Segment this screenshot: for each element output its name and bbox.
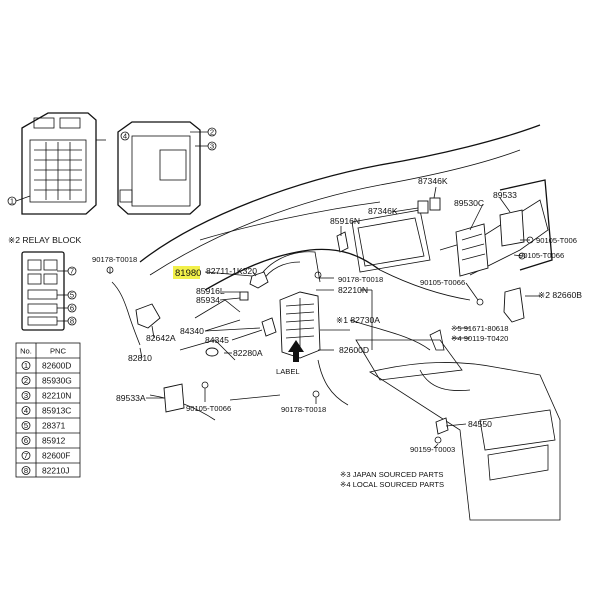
table-row-no: 3 <box>24 391 28 400</box>
callout-87346K[interactable]: 87346K <box>418 176 448 186</box>
callout-82711[interactable]: 82711-1K320 <box>206 266 257 276</box>
fuse-marker-1: 1 <box>10 197 14 206</box>
relay-89533A <box>163 383 185 413</box>
table-header-pnc: PNC <box>50 347 67 356</box>
callout-90119[interactable]: ※4 90119-T0420 <box>451 334 508 343</box>
callout-82280A[interactable]: 82280A <box>233 348 263 358</box>
table-row-pnc: 82210J <box>42 466 69 476</box>
table-header-no: No. <box>20 347 32 356</box>
table-row-no: 2 <box>24 376 28 385</box>
callout-84345[interactable]: 84345 <box>205 335 229 345</box>
callout-82642A[interactable]: 82642A <box>146 333 176 343</box>
table-row-pnc: 85913C <box>42 406 71 416</box>
relay-89533 <box>499 209 525 247</box>
callout-85916L[interactable]: 85916L <box>196 286 225 296</box>
callout-90105-t0066[interactable]: 90105-T0066 <box>519 251 564 260</box>
callout-89533A[interactable]: 89533A <box>116 393 146 403</box>
table-row-no: 1 <box>24 361 28 370</box>
note-japan-sourced: ※3 JAPAN SOURCED PARTS <box>340 470 443 479</box>
part-81980 <box>239 271 269 301</box>
bracket-82660B <box>503 287 525 323</box>
callout-label[interactable]: LABEL <box>276 367 300 376</box>
relay-block-title: ※2 RELAY BLOCK <box>8 235 82 245</box>
pnc-table <box>15 342 81 478</box>
label-arrow <box>288 340 304 362</box>
fuse-marker-2: 2 <box>210 128 214 137</box>
callout-84340[interactable]: 84340 <box>180 326 204 336</box>
table-row-no: 8 <box>24 466 28 475</box>
highlight-81980 <box>173 266 200 279</box>
callout-90105-t0066[interactable]: 90105-T0066 <box>186 404 231 413</box>
callout-85916N[interactable]: 85916N <box>330 216 360 226</box>
callout-82730A[interactable]: ※1 82730A <box>336 315 380 325</box>
relay-marker-6: 6 <box>70 304 74 313</box>
callout-90105-t006[interactable]: 90105-T006 <box>536 236 577 245</box>
callout-85934[interactable]: 85934 <box>196 295 220 305</box>
callout-90178-t0018[interactable]: 90178-T0018 <box>92 255 137 264</box>
callout-82600D[interactable]: 82600D <box>339 345 369 355</box>
pnc-table-rows: 1 82600D 2 85930G 3 82210N 4 85913C 5 28… <box>24 361 72 476</box>
callout-91671[interactable]: ※5 91671-80618 <box>451 324 508 333</box>
callout-82660B[interactable]: ※2 82660B <box>538 290 582 300</box>
leader-lines <box>109 186 540 449</box>
table-row-no: 6 <box>24 436 28 445</box>
table-row-pnc: 82210N <box>42 391 71 401</box>
note-local-sourced: ※4 LOCAL SOURCED PARTS <box>340 480 444 489</box>
fuse-marker-3: 3 <box>210 142 214 151</box>
callout-82210N[interactable]: 82210N <box>338 285 368 295</box>
callout-labels: 81980 82711-1K320 85916L 85934 84340 843… <box>92 176 582 454</box>
connector-82642A <box>135 303 161 329</box>
callout-82810[interactable]: 82810 <box>128 353 152 363</box>
callout-90178-t0018[interactable]: 90178-T0018 <box>338 275 383 284</box>
callout-89533[interactable]: 89533 <box>493 190 517 200</box>
callout-84550[interactable]: 84550 <box>468 419 492 429</box>
callout-90105-t0066[interactable]: 90105-T0066 <box>420 278 465 287</box>
relay-87346K <box>417 197 441 214</box>
table-row-pnc: 28371 <box>42 421 66 431</box>
wire-82810 <box>111 281 141 346</box>
table-row-pnc: 85930G <box>42 376 72 386</box>
relay-marker-7: 7 <box>70 267 74 276</box>
switch-84340 <box>261 317 277 337</box>
relay-block <box>21 251 77 331</box>
table-row-pnc: 85912 <box>42 436 66 446</box>
callout-90159[interactable]: 90159-T0003 <box>410 445 455 454</box>
buzzer-82280A <box>205 347 219 357</box>
fuse-marker-4: 4 <box>123 132 127 141</box>
table-row-no: 7 <box>24 451 28 460</box>
callout-90178-t0018[interactable]: 90178-T0018 <box>281 405 326 414</box>
callout-87346K[interactable]: 87346K <box>368 206 398 216</box>
table-row-pnc: 82600F <box>42 451 70 461</box>
fuse-box-front-view <box>7 112 106 215</box>
ecu-89530C <box>455 223 489 277</box>
table-row-pnc: 82600D <box>42 361 71 371</box>
fuse-box-side-view <box>117 121 217 215</box>
switch-85916N <box>336 231 349 253</box>
callout-89530C[interactable]: 89530C <box>454 198 484 208</box>
relay-marker-8: 8 <box>70 317 74 326</box>
callout-81980[interactable]: 81980 <box>175 268 201 279</box>
table-row-no: 4 <box>24 406 28 415</box>
table-row-no: 5 <box>24 421 28 430</box>
clip-84550 <box>435 417 449 435</box>
relay-marker-5: 5 <box>70 291 74 300</box>
